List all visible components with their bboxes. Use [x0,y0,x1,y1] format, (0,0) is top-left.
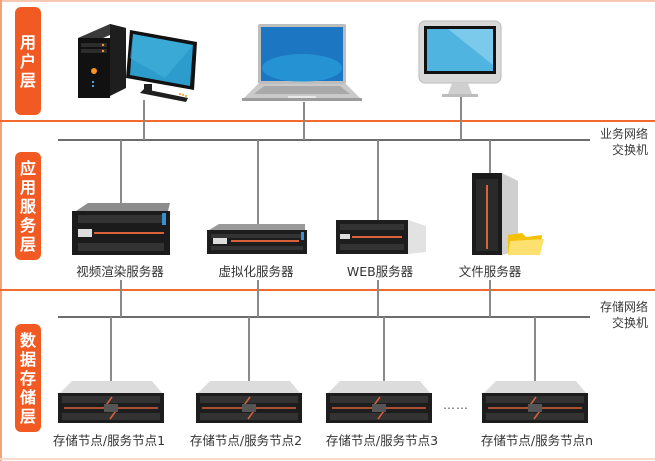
link-line [257,140,259,226]
link-line [257,280,259,317]
business-switch-label: 业务网络 交换机 [582,126,648,158]
badge-char: 用 [19,32,36,52]
app-server-label: 虚拟化服务器 [218,264,294,279]
switch-label-line: 存储网络 [599,300,648,314]
virtualization-server-icon [207,224,307,254]
storage-node-label: 存储节点/服务节点n [480,433,594,448]
ellipsis: …… [443,398,469,412]
app-server-label: 视频渲染服务器 [76,264,164,279]
link-line [248,317,250,381]
bottom-border [0,458,655,460]
badge-char: 储 [19,387,36,407]
laptop-icon [242,24,362,101]
layer-separator-2 [0,289,655,291]
storage-switch-label: 存储网络 交换机 [582,299,648,331]
badge-char: 层 [19,70,36,90]
storage-node-icon [58,381,164,423]
link-line [489,280,491,317]
storage-node-label: 存储节点/服务节点3 [325,433,439,448]
storage-node-icon [326,381,432,423]
badge-char: 务 [19,215,36,235]
data-storage-layer-badge: 数 据 存 储 层 [15,324,41,432]
badge-char: 应 [19,158,36,178]
switch-label-line: 交换机 [611,316,648,330]
link-line [534,317,536,381]
app-server-label: 文件服务器 [458,264,522,279]
link-line [460,96,462,140]
all-in-one-monitor-icon [418,20,502,97]
storage-switch-bus [58,316,590,318]
top-border [0,0,655,2]
link-line [383,317,385,381]
storage-node-icon [196,381,302,423]
link-line [303,102,305,140]
layer-separator-1 [0,120,655,122]
video-render-server-icon [72,203,170,255]
business-switch-bus [58,139,590,141]
badge-char: 层 [19,406,36,426]
link-line [120,280,122,317]
badge-char: 据 [19,349,36,369]
storage-node-label: 存储节点/服务节点2 [189,433,303,448]
link-line [377,140,379,220]
link-line [143,100,145,140]
badge-char: 存 [19,368,36,388]
badge-char: 服 [19,196,36,216]
file-server-icon [472,173,544,255]
badge-char: 户 [19,51,36,71]
desktop-pc-icon [78,24,197,102]
storage-node-label: 存储节点/服务节点1 [52,433,166,448]
badge-char: 用 [19,177,36,197]
left-border [0,0,2,461]
switch-label-line: 交换机 [611,143,648,157]
link-line [120,140,122,206]
badge-char: 层 [19,234,36,254]
storage-node-icon [482,381,588,423]
app-server-label: WEB服务器 [346,264,414,279]
badge-char: 数 [19,330,36,350]
link-line [489,140,491,175]
link-line [110,317,112,381]
web-server-icon [336,220,426,254]
switch-label-line: 业务网络 [599,127,648,141]
app-service-layer-badge: 应 用 服 务 层 [15,152,41,260]
link-line [377,280,379,317]
user-layer-badge: 用 户 层 [15,7,41,115]
